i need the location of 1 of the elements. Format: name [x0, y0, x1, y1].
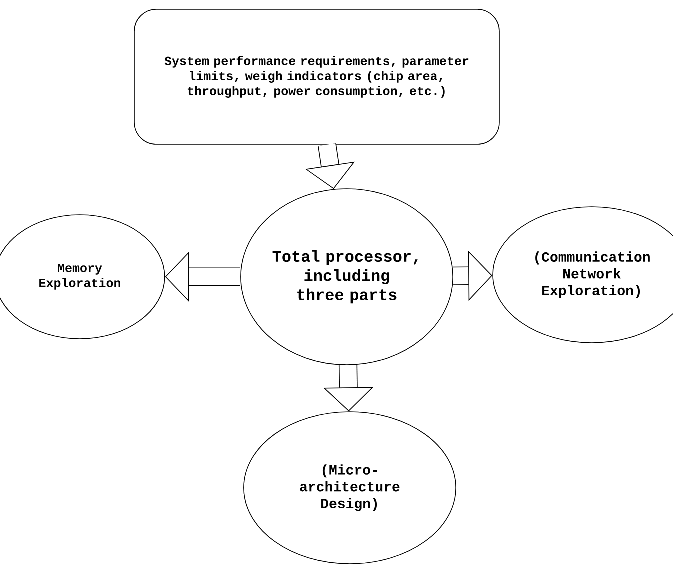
requirements-box: System performance requirements, parameter limits, weigh indicators (chip area, throughput, power consumption, etc.) [134, 9, 500, 145]
